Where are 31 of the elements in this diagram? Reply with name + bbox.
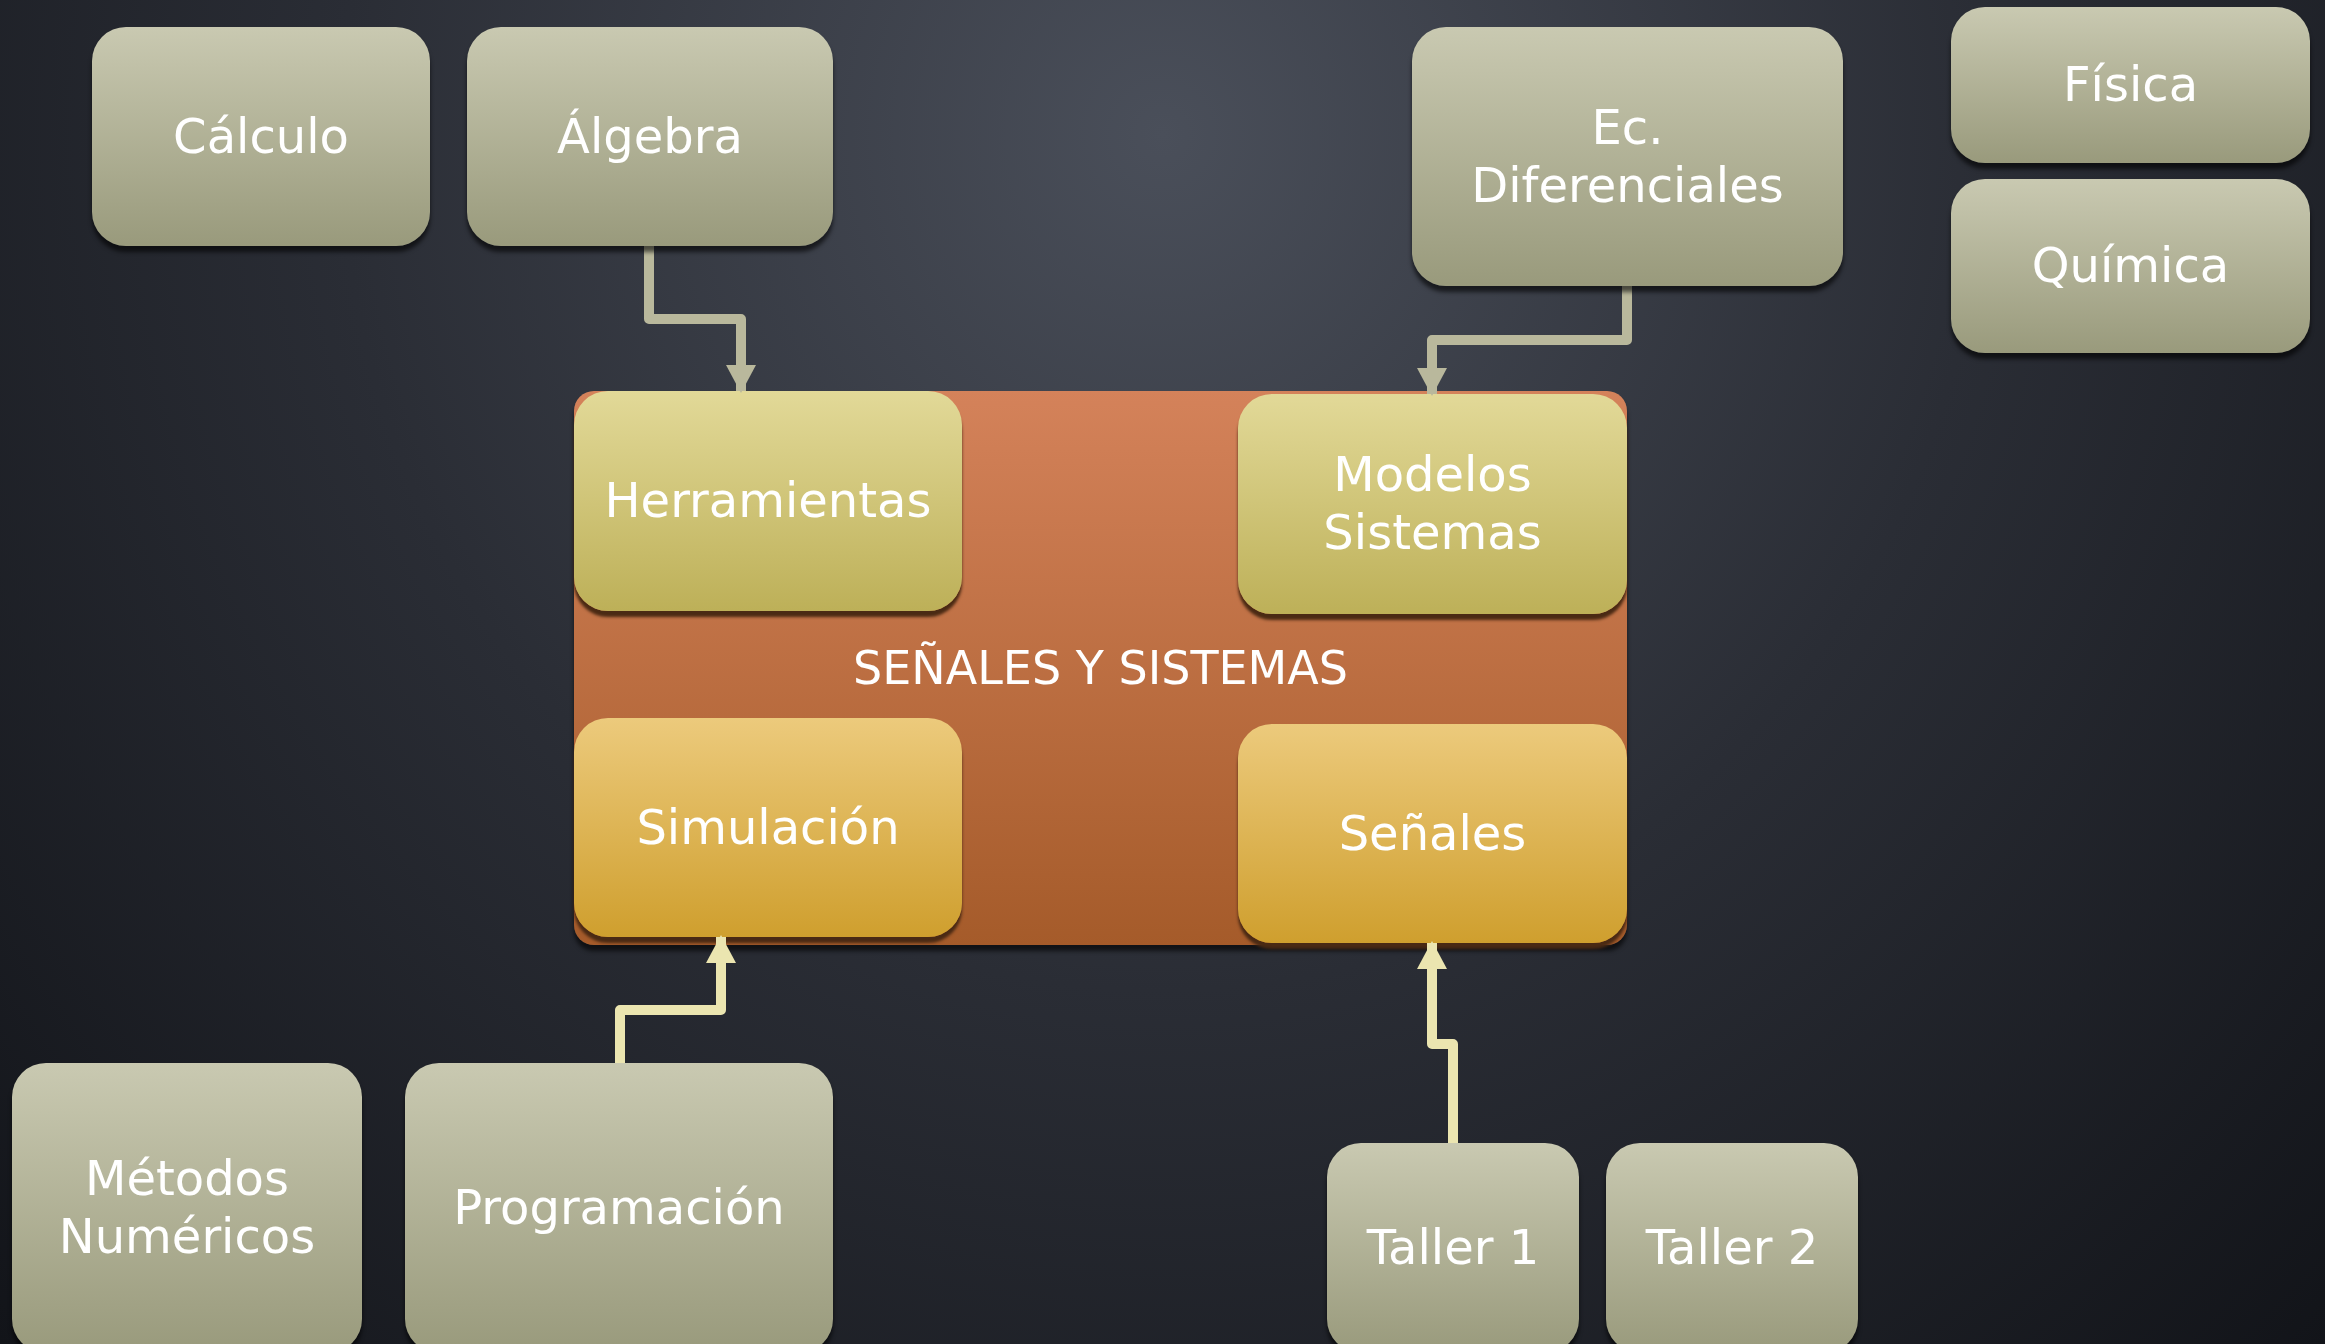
subject-box	[92, 27, 430, 246]
node-label: Señales	[1338, 804, 1527, 863]
node-label: Métodos Numéricos	[57, 1150, 317, 1266]
arrow	[644, 246, 756, 393]
arrow	[615, 935, 736, 1063]
node-label: Física	[2062, 56, 2199, 114]
node-label: Ec. Diferenciales	[1470, 98, 1785, 215]
node-label: Taller 2	[1645, 1219, 1819, 1277]
node-label: Herramientas	[604, 472, 932, 530]
topic-box	[1238, 724, 1627, 943]
subject-box	[1327, 1143, 1579, 1344]
node-label: Simulación	[636, 798, 900, 857]
subject-box	[1412, 27, 1843, 286]
node-label: Química	[2031, 237, 2230, 295]
node-label: Taller 1	[1366, 1219, 1540, 1277]
subject-box	[12, 1063, 362, 1344]
arrow	[1417, 286, 1632, 396]
node-label: Álgebra	[557, 107, 743, 166]
subject-box	[1951, 179, 2310, 353]
course-container	[574, 391, 1627, 945]
subject-box	[405, 1063, 833, 1344]
node-label: Modelos Sistemas	[1322, 446, 1543, 562]
topic-box	[574, 718, 962, 937]
subject-box	[467, 27, 833, 246]
subject-box	[1606, 1143, 1858, 1344]
node-label: SEÑALES Y SISTEMAS	[853, 641, 1348, 697]
node-label: Cálculo	[173, 107, 349, 166]
topic-box	[574, 391, 962, 611]
node-label: Programación	[453, 1179, 785, 1237]
topic-box	[1238, 394, 1627, 614]
subject-box	[1951, 7, 2310, 163]
